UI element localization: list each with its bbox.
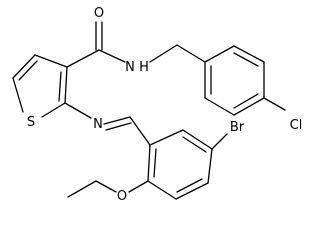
bond-aryl-br — [211, 133, 228, 150]
bond-n-imine-ch — [103, 116, 131, 125]
bond-brph-2-inner — [182, 136, 207, 153]
bond-o-ch2 — [95, 180, 117, 193]
bond-thiophene-s-c5 — [12, 77, 24, 113]
atom-oxygen-carbonyl: O — [94, 6, 104, 21]
bond-brph-1 — [149, 129, 184, 146]
atom-nitrogen-imine: N — [93, 117, 103, 132]
bond-thiophene-c3-c2 — [64, 66, 68, 104]
bond-clph-1 — [204, 45, 235, 63]
bond-brph-4-inner — [176, 178, 203, 193]
bond-thiophene-c2-s — [41, 102, 66, 118]
bond-thiophene-c3-c2-inner — [58, 71, 62, 102]
bond-carbonyl-n — [98, 49, 126, 63]
structure-canvas: O N H S N Cl Br O — [12, 6, 302, 204]
bond-aryl-o-ether — [128, 180, 149, 193]
molecule-drawing: O N H S N Cl Br O — [12, 6, 302, 204]
atom-chlorine: Cl — [290, 118, 303, 133]
bond-aryl-cl — [263, 97, 286, 111]
bond-ch2-ch3 — [67, 180, 97, 198]
bond-n-ch2 — [149, 44, 178, 63]
bond-clph-4 — [233, 97, 265, 116]
bond-clph-4-inner — [233, 93, 259, 109]
atom-bromine: Br — [230, 120, 245, 135]
atom-labels: O N H S N Cl Br O — [27, 6, 302, 204]
bond-brph-6-inner — [153, 148, 157, 178]
bond-ch2-aryl — [176, 44, 206, 63]
bond-brph-6 — [147, 144, 151, 182]
bond-brph-4 — [175, 182, 209, 200]
bond-thiophene-c3-c4-inner — [18, 60, 38, 81]
bond-c3-carbonyl — [66, 49, 100, 68]
bond-c2-n-imine — [64, 102, 92, 119]
bond-thiophene-c4-c3ring — [34, 54, 68, 68]
bond-clph-2 — [233, 45, 265, 63]
bond-n-imine-ch-double — [105, 122, 132, 131]
bond-brph-3 — [207, 148, 213, 184]
bond-thiophene-c3-c4 — [12, 54, 36, 79]
atom-sulfur-thiophene: S — [27, 115, 35, 130]
bond-brph-5 — [147, 180, 177, 200]
bond-clph-2-inner — [233, 52, 259, 67]
bond-ch-aryl — [129, 116, 151, 146]
atom-oxygen-ether: O — [117, 189, 127, 204]
bonds — [12, 21, 286, 200]
bond-clph-5 — [204, 97, 235, 116]
bond-brph-2 — [182, 129, 213, 150]
atom-hydrogen-amide: H — [139, 60, 149, 75]
atom-nitrogen-amide: N — [125, 60, 135, 75]
